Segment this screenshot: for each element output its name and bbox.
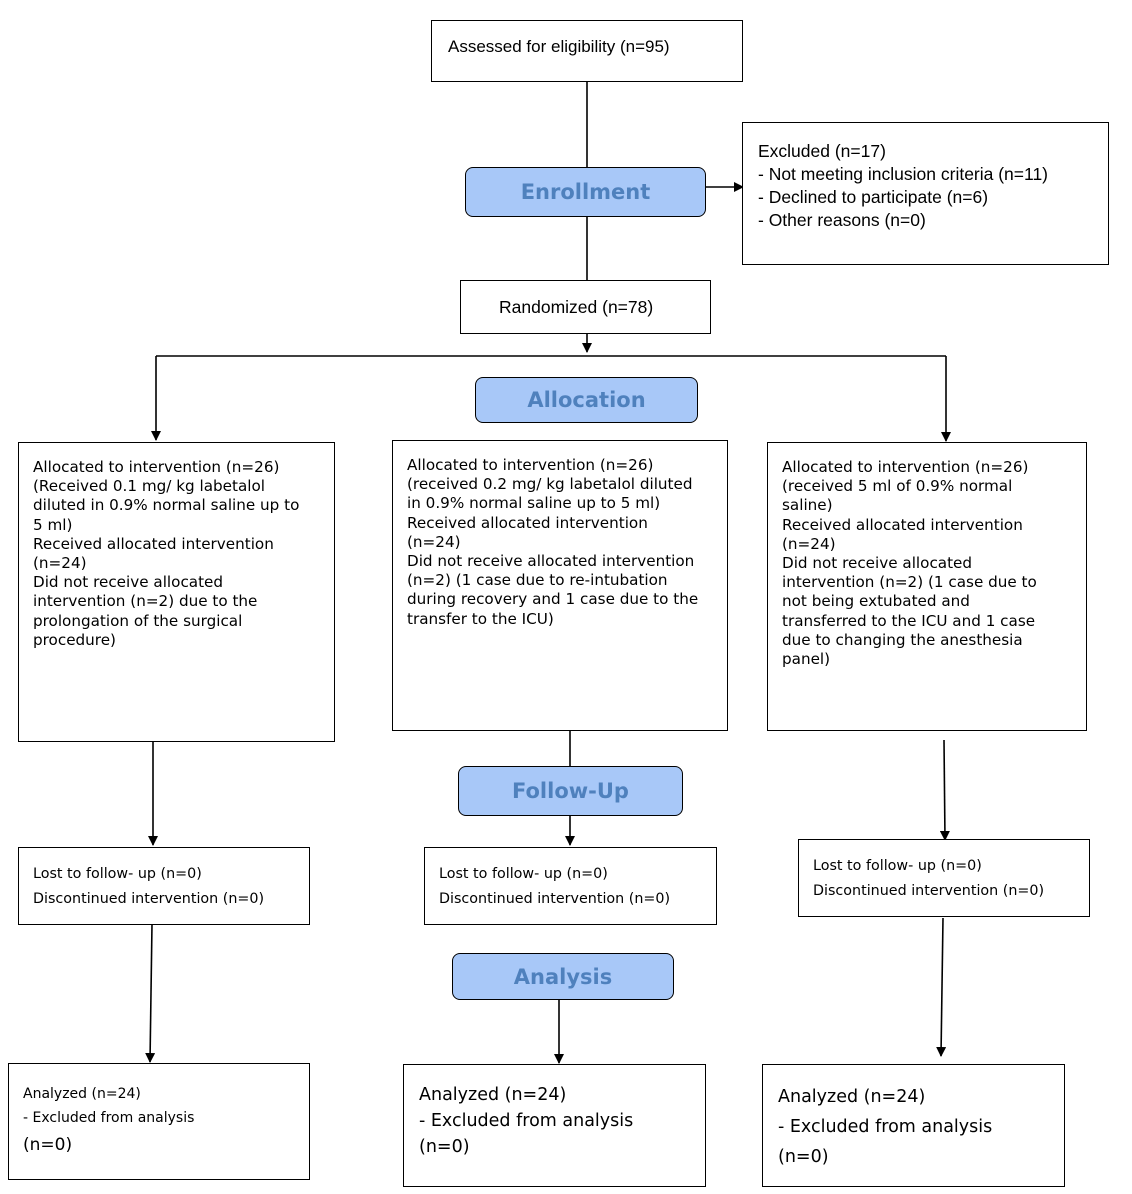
- analysis-count: (n=0): [778, 1147, 829, 1167]
- allocation-line: Received allocated intervention: [33, 534, 274, 553]
- followup-lost: Lost to follow- up (n=0): [439, 866, 608, 882]
- allocation-line: saline): [782, 496, 833, 515]
- excluded-box: Excluded (n=17) - Not meeting inclusion …: [742, 122, 1109, 265]
- excluded-item: - Not meeting inclusion criteria (n=11): [758, 164, 1049, 184]
- assessed-box: Assessed for eligibility (n=95): [431, 20, 743, 82]
- followup-discontinued: Discontinued intervention (n=0): [813, 883, 1045, 899]
- analysis-analyzed: Analyzed (n=24): [23, 1086, 141, 1102]
- allocation-line: intervention (n=2) due to the: [33, 592, 258, 611]
- allocation-line: (received 0.2 mg/ kg labetalol diluted: [407, 475, 693, 494]
- arrow-to-followup-3: [939, 739, 950, 841]
- allocation-line: due to changing the anesthesia: [782, 630, 1023, 649]
- allocation-line: 5 ml): [33, 515, 73, 534]
- allocation-line: prolongation of the surgical: [33, 611, 243, 630]
- followup-lost: Lost to follow- up (n=0): [813, 858, 982, 874]
- analysis-analyzed: Analyzed (n=24): [778, 1087, 926, 1107]
- analysis-excluded: - Excluded from analysis: [23, 1110, 195, 1126]
- allocation-line: (n=24): [782, 534, 836, 553]
- allocation-line: procedure): [33, 630, 116, 649]
- followup-lost: Lost to follow- up (n=0): [33, 866, 202, 882]
- excluded-title: Excluded (n=17): [758, 141, 886, 161]
- allocation-line: Received allocated intervention: [782, 515, 1023, 534]
- allocation-line: Allocated to intervention (n=26): [33, 458, 280, 476]
- followup-box-group3: Lost to follow- up (n=0) Discontinued in…: [798, 839, 1090, 917]
- followup-box-group2: Lost to follow- up (n=0) Discontinued in…: [424, 847, 717, 925]
- allocation-line: (n=2) (1 case due to re-intubation: [407, 571, 668, 590]
- allocation-line: Allocated to intervention (n=26): [782, 458, 1029, 476]
- allocation-line: Did not receive allocated intervention: [407, 552, 695, 571]
- stage-enrollment-label: Enrollment: [520, 180, 651, 204]
- arrow-to-analysis-3: [936, 917, 947, 1057]
- stage-enrollment: Enrollment: [465, 167, 706, 217]
- analysis-box-group2: Analyzed (n=24) - Excluded from analysis…: [403, 1064, 706, 1187]
- allocation-line: during recovery and 1 case due to the: [407, 590, 699, 609]
- assessed-text: Assessed for eligibility (n=95): [448, 37, 670, 56]
- allocation-line: (n=24): [33, 554, 87, 573]
- followup-discontinued: Discontinued intervention (n=0): [439, 891, 671, 907]
- allocation-line: (Received 0.1 mg/ kg labetalol: [33, 477, 265, 496]
- allocation-line: intervention (n=2) (1 case due to: [782, 573, 1037, 592]
- allocation-line: panel): [782, 650, 831, 669]
- allocation-line: transfer to the ICU): [407, 609, 554, 628]
- stage-allocation: Allocation: [475, 377, 698, 423]
- analysis-analyzed: Analyzed (n=24): [419, 1085, 567, 1105]
- stage-analysis: Analysis: [452, 953, 674, 1000]
- allocation-line: (n=24): [407, 532, 461, 551]
- allocation-line: diluted in 0.9% normal saline up to: [33, 496, 300, 515]
- excluded-item: - Declined to participate (n=6): [758, 187, 989, 207]
- allocation-line: transferred to the ICU and 1 case: [782, 611, 1036, 630]
- followup-discontinued: Discontinued intervention (n=0): [33, 891, 265, 907]
- allocation-box-group2: Allocated to intervention (n=26) (receiv…: [392, 440, 728, 731]
- stage-followup: Follow-Up: [458, 766, 683, 816]
- allocation-line: Did not receive allocated: [33, 573, 224, 592]
- allocation-box-group1: Allocated to intervention (n=26) (Receiv…: [18, 442, 335, 742]
- excluded-item: - Other reasons (n=0): [758, 210, 926, 230]
- analysis-count: (n=0): [419, 1137, 470, 1157]
- allocation-line: (received 5 ml of 0.9% normal: [782, 477, 1013, 496]
- analysis-box-group3: Analyzed (n=24) - Excluded from analysis…: [762, 1064, 1065, 1187]
- allocation-line: Received allocated intervention: [407, 513, 648, 532]
- analysis-box-group1: Analyzed (n=24) - Excluded from analysis…: [8, 1063, 310, 1180]
- analysis-excluded: - Excluded from analysis: [778, 1117, 993, 1137]
- stage-analysis-label: Analysis: [513, 964, 613, 989]
- randomized-box: Randomized (n=78): [460, 280, 711, 334]
- allocation-line: in 0.9% normal saline up to 5 ml): [407, 494, 661, 513]
- randomized-text: Randomized (n=78): [499, 297, 654, 317]
- arrow-to-analysis-1: [145, 923, 156, 1063]
- followup-box-group1: Lost to follow- up (n=0) Discontinued in…: [18, 847, 310, 925]
- analysis-count: (n=0): [23, 1135, 73, 1155]
- allocation-box-group3: Allocated to intervention (n=26) (receiv…: [767, 442, 1087, 731]
- allocation-line: Did not receive allocated: [782, 554, 973, 573]
- stage-allocation-label: Allocation: [527, 388, 646, 412]
- allocation-line: not being extubated and: [782, 592, 970, 611]
- allocation-line: Allocated to intervention (n=26): [407, 456, 654, 474]
- analysis-excluded: - Excluded from analysis: [419, 1111, 634, 1131]
- stage-followup-label: Follow-Up: [512, 779, 629, 803]
